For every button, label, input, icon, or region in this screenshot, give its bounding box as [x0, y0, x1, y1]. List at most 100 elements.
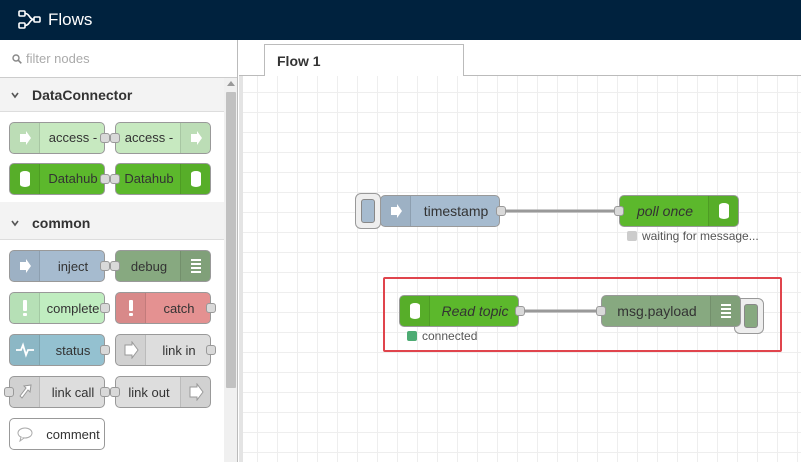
- arrow-in-icon: [19, 131, 31, 145]
- database-icon: [190, 171, 201, 187]
- input-port[interactable]: [614, 206, 624, 216]
- category-label: common: [32, 214, 91, 231]
- node-icon: [116, 335, 146, 365]
- input-port[interactable]: [110, 174, 120, 184]
- node-icon: [400, 296, 430, 326]
- pulse-icon: [15, 342, 34, 358]
- node-icon: [10, 335, 40, 365]
- alert-icon: [128, 300, 133, 316]
- node-icon: [10, 164, 40, 194]
- node-icon: [10, 123, 40, 153]
- inject-trigger-button[interactable]: [355, 193, 381, 229]
- output-port[interactable]: [100, 133, 110, 143]
- output-port[interactable]: [100, 261, 110, 271]
- output-port[interactable]: [206, 303, 216, 313]
- palette-node-datahub-subscribe[interactable]: Datahub: [9, 163, 105, 195]
- node-icon: [708, 196, 738, 226]
- node-icon: [116, 293, 146, 323]
- output-port[interactable]: [515, 306, 525, 316]
- node-icon: [710, 296, 740, 326]
- output-port[interactable]: [206, 345, 216, 355]
- highlight-box: [383, 277, 782, 352]
- link-out-icon: [189, 383, 204, 401]
- palette-node-label: link call: [51, 384, 95, 400]
- palette-node-complete[interactable]: complete: [9, 292, 105, 324]
- palette-node-link-out[interactable]: link out: [115, 376, 211, 408]
- workspace-gutter: [239, 76, 243, 462]
- tab-flow-1[interactable]: Flow 1: [264, 44, 464, 77]
- inject-trigger-inner: [361, 199, 375, 223]
- link-in-icon: [124, 341, 139, 359]
- database-icon: [19, 171, 30, 187]
- node-status-poll-once: waiting for message...: [627, 229, 759, 243]
- category-header-common[interactable]: common: [0, 206, 224, 240]
- output-port[interactable]: [100, 345, 110, 355]
- category-body-common: inject debug complete catch: [0, 240, 224, 462]
- palette-node-label: status: [55, 342, 91, 358]
- arrow-in-icon: [390, 204, 402, 218]
- status-text: connected: [422, 329, 478, 343]
- input-port[interactable]: [110, 261, 120, 271]
- flow-node-timestamp[interactable]: timestamp: [380, 195, 500, 227]
- palette-node-label: comment: [46, 426, 100, 442]
- filter-nodes-input[interactable]: [26, 51, 226, 66]
- flows-logo-icon: [18, 10, 41, 29]
- category-label: DataConnector: [32, 86, 133, 103]
- scroll-up-icon[interactable]: [227, 81, 235, 86]
- node-icon: [10, 251, 40, 281]
- flow-node-label: timestamp: [423, 203, 489, 219]
- search-icon: [12, 53, 22, 64]
- palette-node-access-subscribe[interactable]: access -: [9, 122, 105, 154]
- palette-filter: [0, 40, 237, 78]
- palette-node-access-publish[interactable]: access -: [115, 122, 211, 154]
- node-icon: [180, 251, 210, 281]
- palette-node-label: Datahub: [48, 171, 98, 186]
- flow-node-label: msg.payload: [617, 303, 697, 319]
- input-port[interactable]: [596, 306, 606, 316]
- flow-node-msg-payload[interactable]: msg.payload: [601, 295, 741, 327]
- output-port[interactable]: [100, 174, 110, 184]
- palette-node-label: link in: [162, 342, 196, 358]
- node-icon: [180, 377, 210, 407]
- palette-node-catch[interactable]: catch: [115, 292, 211, 324]
- palette-node-link-in[interactable]: link in: [115, 334, 211, 366]
- category-body-dataconnector: access - access - Datahub Datahub: [0, 112, 224, 202]
- flow-node-read-topic[interactable]: Read topic: [399, 295, 519, 327]
- database-icon: [718, 203, 729, 219]
- palette-node-debug[interactable]: debug: [115, 250, 211, 282]
- category-header-dataconnector[interactable]: DataConnector: [0, 78, 224, 112]
- alert-icon: [22, 300, 27, 316]
- node-icon: [180, 123, 210, 153]
- database-icon: [409, 303, 420, 319]
- palette-node-datahub-publish[interactable]: Datahub: [115, 163, 211, 195]
- output-port[interactable]: [100, 303, 110, 313]
- flow-node-label: poll once: [636, 203, 694, 219]
- input-port[interactable]: [4, 387, 14, 397]
- debug-toggle-inner: [744, 304, 758, 328]
- status-dot-icon: [627, 231, 637, 241]
- palette-node-link-call[interactable]: link call: [9, 376, 105, 408]
- status-text: waiting for message...: [642, 229, 759, 243]
- node-icon: [381, 196, 411, 226]
- output-port[interactable]: [496, 206, 506, 216]
- app-header: Flows: [0, 0, 801, 40]
- input-port[interactable]: [110, 387, 120, 397]
- tab-label: Flow 1: [277, 52, 321, 69]
- flow-workspace: Flow 1 timestamp poll once waiting for m…: [239, 40, 801, 462]
- palette-scrollbar[interactable]: [224, 78, 237, 462]
- arrow-out-icon: [190, 131, 202, 145]
- flow-canvas[interactable]: [239, 76, 801, 462]
- comment-icon: [17, 427, 33, 442]
- flow-node-poll-once[interactable]: poll once: [619, 195, 739, 227]
- node-palette: DataConnector access - access - Datahub: [0, 40, 238, 462]
- scrollbar-thumb[interactable]: [226, 92, 236, 388]
- status-dot-icon: [407, 331, 417, 341]
- arrow-in-icon: [19, 259, 31, 273]
- palette-node-status[interactable]: status: [9, 334, 105, 366]
- palette-node-comment[interactable]: comment: [9, 418, 105, 450]
- input-port[interactable]: [110, 133, 120, 143]
- node-icon: [10, 377, 40, 407]
- app-title: Flows: [48, 10, 93, 29]
- palette-node-inject[interactable]: inject: [9, 250, 105, 282]
- output-port[interactable]: [100, 387, 110, 397]
